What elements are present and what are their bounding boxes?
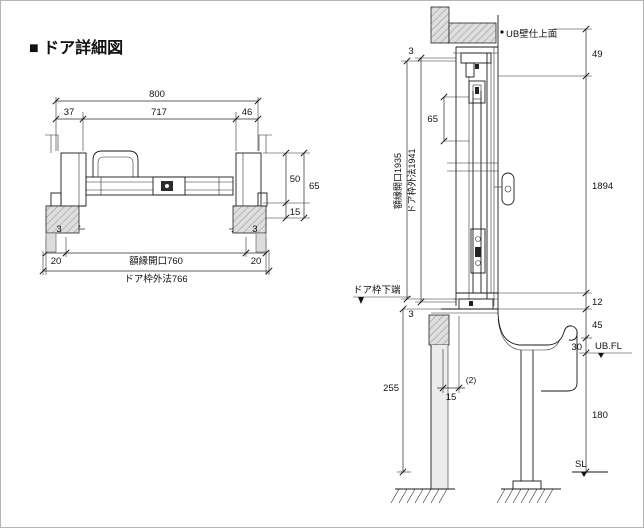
section-ground-linework (390, 488, 561, 504)
label-floor-level: UB.FL (595, 341, 622, 352)
dim-opening-height: 額縁開口1935 (392, 153, 403, 209)
dim-reveal-right: 3 (252, 224, 257, 235)
dim-floor-rise: 30 (571, 342, 582, 353)
section-view: UB壁仕上面 3 49 65 額縁開口1935 ドア枠外法1941 1894 1… (353, 6, 632, 504)
section-dimension-ticks (399, 25, 590, 476)
sl-level-arrow-icon (581, 472, 587, 477)
lock-case (470, 228, 486, 274)
section-dimension-lines (402, 29, 587, 472)
dim-head-reveal: 3 (408, 46, 413, 57)
dim-below-frame: 255 (383, 383, 399, 394)
dim-frame-outer-width: ドア枠外法766 (124, 273, 187, 285)
section-tub-linework (497, 312, 578, 490)
dim-base-height: 180 (592, 410, 608, 421)
door-handle (501, 172, 515, 206)
wall-hatch-right (232, 205, 267, 234)
label-slab-level: SL (575, 459, 587, 470)
dim-head-height: 49 (592, 49, 603, 60)
section-wall-linework (428, 6, 504, 489)
section-door-linework (431, 46, 515, 314)
label-frame-bottom: ドア枠下端 (353, 284, 401, 296)
dim-head-depth: 65 (427, 114, 438, 125)
dim-left-offset: 37 (64, 107, 75, 118)
dim-reveal-left: 3 (56, 224, 61, 235)
section-level-markers (353, 296, 604, 477)
dim-panel-width: 717 (151, 107, 167, 118)
section-dimension-texts: UB壁仕上面 3 49 65 額縁開口1935 ドア枠外法1941 1894 1… (353, 28, 622, 470)
wall-hatch-top-horizontal (448, 22, 497, 44)
tub-foot (512, 480, 542, 490)
ubfl-level-arrow-icon (598, 353, 604, 358)
dim-depth-lower: 15 (290, 207, 301, 218)
section-extension-lines (397, 28, 632, 473)
wall-hatch-bottom (428, 314, 450, 346)
dim-depth-total: 65 (309, 181, 320, 192)
page-title: ■ ドア詳細図 (29, 38, 123, 57)
dim-wall-right: 20 (251, 256, 262, 267)
wall-finish-marker (500, 30, 504, 34)
frame-bottom-arrow-icon (358, 297, 364, 304)
dim-sill-inset: 15 (446, 392, 457, 403)
dim-door-height: 1894 (592, 181, 613, 192)
note-2: (2) (466, 375, 477, 385)
dim-frame-outer-height: ドア枠外法1941 (406, 148, 417, 213)
dim-wall-left: 20 (51, 256, 62, 267)
plan-view: 800 37 717 46 50 65 15 3 3 20 額縁開口760 20… (39, 89, 320, 285)
plan-extension-lines (42, 97, 310, 275)
plan-dimension-ticks (39, 97, 308, 275)
dim-bottom-clearance: 12 (592, 297, 603, 308)
plan-dimension-texts: 800 37 717 46 50 65 15 3 3 20 額縁開口760 20… (51, 89, 320, 285)
label-wall-finish: UB壁仕上面 (506, 28, 557, 40)
wall-hatch-left (45, 205, 80, 234)
dim-bottom-reveal: 3 (408, 309, 413, 320)
dim-sill-height: 45 (592, 320, 603, 331)
dim-opening-width: 額縁開口760 (129, 255, 183, 267)
dim-depth-upper: 50 (290, 174, 301, 185)
dim-right-offset: 46 (242, 107, 253, 118)
plan-frame-linework (45, 134, 272, 253)
dim-overall-width: 800 (149, 89, 165, 100)
wall-hatch-top-vertical (430, 6, 450, 44)
